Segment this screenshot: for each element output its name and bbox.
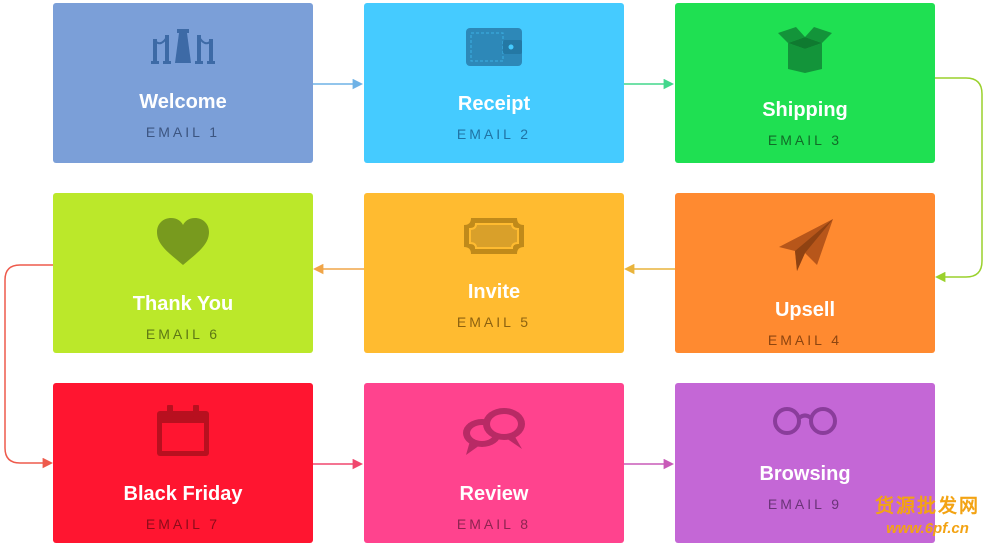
card-title: Receipt — [457, 93, 531, 115]
card-title: Black Friday — [123, 483, 243, 505]
open-box-icon — [778, 27, 832, 73]
heart-icon — [157, 218, 209, 265]
email-card-3: Shipping EMAIL 3 — [675, 3, 935, 163]
card-subtitle: EMAIL 1 — [145, 124, 221, 140]
glasses-icon — [773, 407, 837, 435]
email-card-4: Upsell EMAIL 4 — [675, 193, 935, 353]
card-subtitle: EMAIL 5 — [456, 314, 532, 330]
speech-bubbles-icon — [463, 408, 525, 455]
paper-plane-icon — [779, 219, 833, 271]
card-subtitle: EMAIL 7 — [145, 516, 221, 532]
card-title: Shipping — [762, 99, 848, 121]
card-subtitle: EMAIL 4 — [767, 332, 843, 348]
arrow-3-to-4 — [934, 77, 983, 283]
red-carpet-icon — [151, 29, 215, 64]
card-subtitle: EMAIL 9 — [767, 496, 843, 512]
email-card-9: Browsing EMAIL 9 — [675, 383, 935, 543]
card-subtitle: EMAIL 3 — [767, 132, 843, 148]
watermark-url: www.6pf.cn — [886, 520, 969, 537]
email-card-1: Welcome EMAIL 1 — [53, 3, 313, 163]
card-title: Review — [459, 483, 529, 505]
card-title: Welcome — [139, 91, 227, 113]
card-title: Browsing — [759, 463, 851, 485]
email-card-8: Review EMAIL 8 — [364, 383, 624, 543]
email-card-7: Black Friday EMAIL 7 — [53, 383, 313, 543]
email-card-6: Thank You EMAIL 6 — [53, 193, 313, 353]
card-title: Invite — [467, 281, 521, 303]
ticket-icon — [464, 218, 524, 254]
watermark: 货源批发网 www.6pf.cn — [875, 496, 980, 540]
wallet-icon — [466, 28, 522, 66]
card-subtitle: EMAIL 2 — [456, 126, 532, 142]
card-title: Upsell — [774, 299, 836, 321]
card-subtitle: EMAIL 6 — [145, 326, 221, 342]
card-title: Thank You — [132, 293, 234, 315]
watermark-name: 货源批发网 — [874, 496, 980, 517]
arrow-6-to-7 — [4, 264, 54, 469]
card-subtitle: EMAIL 8 — [456, 516, 532, 532]
calendar-icon — [157, 405, 209, 456]
email-card-5: Invite EMAIL 5 — [364, 193, 624, 353]
email-card-2: Receipt EMAIL 2 — [364, 3, 624, 163]
